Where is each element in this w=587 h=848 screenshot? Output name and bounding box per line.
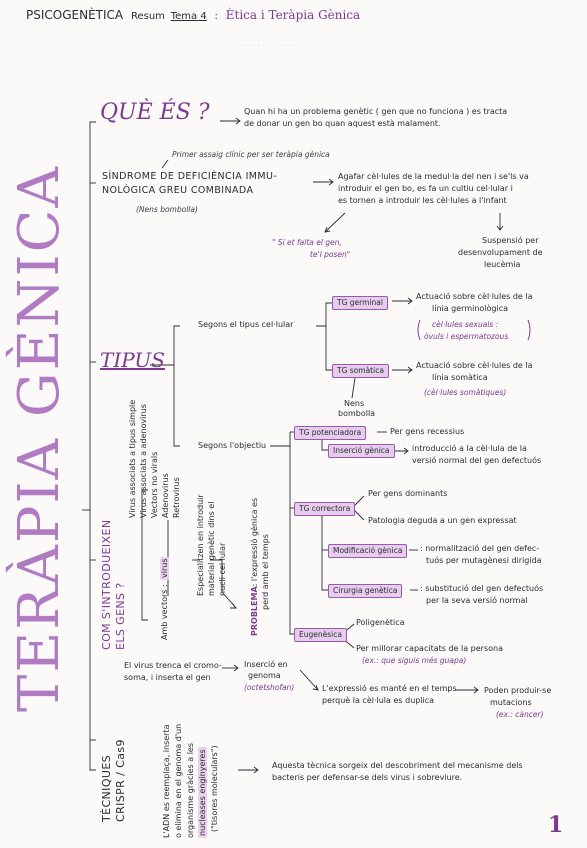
- nens-bombolla-1: Nens: [344, 399, 365, 408]
- especialitzen-1: Especialitzen en introduir: [196, 494, 205, 596]
- vector-option-4: Adenovirus: [161, 473, 170, 518]
- insercio-desc2: versió normal del gen defectuós: [412, 456, 542, 465]
- modificacio-desc2: tuós per mutagènesi dirigida: [426, 556, 542, 565]
- somatica-desc2: línia somàtica: [432, 373, 488, 382]
- sindrome-desc1: Agafar cèl·lules de la medul·la del nen …: [338, 172, 529, 181]
- correctora-desc1: Per gens dominants: [368, 489, 448, 498]
- insercio-desc1: introducció a la cèl·lula de la: [412, 444, 527, 453]
- que-es-line1: Quan hi ha un problema genètic ( gen que…: [244, 107, 508, 116]
- crispr-desc-5: ("tisores moleculars"): [210, 745, 219, 832]
- sindrome-quote2: te'l posen": [310, 250, 351, 259]
- especialitzen-2: material genètic dins el: [207, 501, 216, 596]
- crispr-desc-3: organisme gràcies a les: [186, 742, 195, 838]
- sindrome-suspes1: Suspensió per: [482, 236, 539, 245]
- crispr-desc-4: nucleases enginyeres: [198, 747, 208, 838]
- main-title: TERÀPIA GÈNICA: [7, 165, 72, 712]
- insercio-genica-box: Inserció gènica: [328, 444, 395, 458]
- crispr-origin-2: bacteris per defensar-se dels virus i so…: [272, 773, 463, 782]
- virus-highlight: virus: [160, 556, 169, 580]
- sindrome-desc2: introduir el gen bo, es fa un cultiu cel…: [338, 184, 513, 193]
- expressio-1: L'expressió es manté en el temps: [322, 684, 457, 693]
- segons-tipus-cellular: Segons el tipus cel·lular: [198, 320, 294, 329]
- tg-somatica-box: TG somàtica: [332, 364, 389, 378]
- problema-desc1: : l'expressió gènica es: [250, 497, 259, 587]
- vectors-virus: virus: [160, 556, 170, 580]
- sindrome-suspes2: desenvolupament de: [458, 248, 543, 257]
- germinal-desc4: òvuls i espermatozous: [424, 332, 509, 341]
- mutacions-3: (ex.: càncer): [496, 710, 544, 719]
- crispr-desc-2: o elimina en el genoma d'un: [174, 723, 183, 838]
- vector-option-2: Virus associats a adenovirus: [139, 404, 148, 518]
- nucleases-highlight: nucleases enginyeres: [198, 747, 207, 838]
- potenciadora-desc: Per gens recessius: [390, 427, 465, 436]
- header: PSICOGENÈTICA Resum Tema 4 : Ètica i Ter…: [26, 8, 361, 22]
- com-heading-line1: COM S'INTRODUEIXEN: [100, 519, 113, 650]
- header-subject: PSICOGENÈTICA: [26, 8, 124, 22]
- tipus-heading: TIPUS: [100, 348, 165, 372]
- sindrome-title-line1: SÍNDROME DE DEFICIÈNCIA IMMU-: [102, 171, 278, 182]
- eugenesica-desc3: (ex.: que siguis més guapa): [362, 656, 467, 665]
- virus-trenca-2: soma, i inserta el gen: [124, 673, 211, 682]
- modificacio-desc1: : normalització del gen defec-: [420, 544, 540, 553]
- modificacio-genica-box: Modificació gènica: [328, 544, 408, 558]
- crispr-heading-line1: TÈCNIQUES: [100, 754, 113, 822]
- expressio-2: perquè la cèl·lula es duplica: [322, 696, 435, 705]
- sindrome-sub: (Nens bombolla): [136, 205, 198, 214]
- crispr-desc-1: L'ADN es reemplaça, inserta: [162, 724, 171, 839]
- cirurgia-genetica-box: Cirurgia genètica: [328, 584, 403, 598]
- sindrome-suspes3: leucèmia: [484, 260, 521, 269]
- eugenesica-desc2: Per millorar capacitats de la persona: [356, 644, 503, 653]
- amb-vectors: Amb vectors :: [160, 584, 169, 640]
- mutacions-1: Poden produir-se: [484, 686, 552, 695]
- correctora-desc2: Patologia deguda a un gen expressat: [368, 516, 517, 525]
- que-es-heading: QUÈ ÉS ?: [100, 100, 210, 125]
- header-tema: Tema 4: [170, 11, 207, 22]
- eugenesica-desc1: Poligenètica: [356, 618, 405, 627]
- virus-trenca-1: El virus trenca el cromo-: [124, 661, 222, 670]
- com-heading-line2: ELS GENS ?: [114, 582, 127, 650]
- germinal-desc2: línia germinològica: [432, 304, 509, 313]
- germinal-desc1: Actuació sobre cèl·lules de la: [416, 292, 533, 301]
- crispr-origin-1: Aquesta tècnica sorgeix del descobriment…: [272, 761, 523, 770]
- sindrome-desc3: es tornen a introduir les cèl·lules a l'…: [338, 196, 507, 205]
- mutacions-2: mutacions: [490, 698, 532, 707]
- tg-germinal-box: TG germinal: [332, 296, 388, 310]
- sindrome-quote1: " Si et falta el gen,: [272, 238, 342, 247]
- somatica-desc3: (cèl·lules somàtiques): [424, 388, 507, 397]
- page-number: 1: [548, 812, 564, 838]
- tg-potenciadora-box: TG potenciadora: [294, 426, 367, 440]
- problema-desc2: perd amb el temps: [261, 534, 270, 610]
- segons-objectiu: Segons l'objectiu: [198, 441, 267, 450]
- nens-bombolla-2: bombolla: [338, 409, 376, 418]
- cirurgia-desc2: per la seva versió normal: [426, 596, 528, 605]
- eugenesica-box: Eugenèsica: [294, 628, 347, 642]
- germinal-desc3: cèl·lules sexuals :: [432, 320, 499, 329]
- insercio-genoma-2: genoma: [248, 671, 281, 680]
- vector-option-3: Vectors no virals: [150, 451, 159, 518]
- problema-label: PROBLEMA: [250, 586, 259, 636]
- especialitzen-3: nucli cel·lular: [218, 542, 227, 596]
- insercio-genoma-1: Inserció en: [244, 660, 288, 669]
- sindrome-title-line2: NOLÒGICA GREU COMBINADA: [102, 185, 254, 196]
- cirurgia-desc1: : substitució del gen defectuós: [420, 584, 544, 593]
- tg-correctora-box: TG correctora: [294, 502, 356, 516]
- header-title: Ètica i Teràpia Gènica: [225, 8, 361, 22]
- header-resum: Resum: [130, 11, 165, 22]
- somatica-desc1: Actuació sobre cèl·lules de la: [416, 361, 533, 370]
- ghost-text: · · · · · · · · · · · · ·: [240, 42, 296, 50]
- insercio-genoma-3: (octetshofan): [244, 683, 295, 692]
- sindrome-note: Primer assaig clínic per ser teràpia gèn…: [172, 150, 330, 159]
- problema: PROBLEMA: l'expressió gènica es: [250, 498, 260, 636]
- que-es-line2: de donar un gen bo quan aquest està mala…: [244, 119, 441, 128]
- crispr-heading-line2: CRISPR / Cas9: [114, 739, 127, 822]
- vector-option-1: Virus associats a tipus simple: [128, 399, 137, 518]
- vector-option-5: Retrovirus: [172, 477, 181, 518]
